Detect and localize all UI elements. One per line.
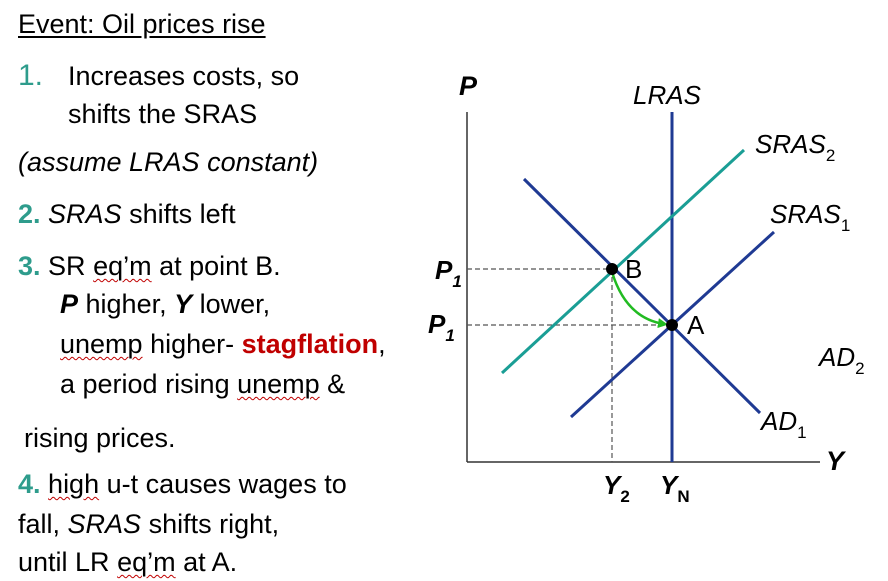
text: higher- — [142, 329, 242, 359]
text: eq’m — [117, 547, 176, 577]
text: high — [48, 469, 100, 499]
text: a period rising — [60, 369, 238, 399]
text: higher, — [78, 289, 175, 319]
shift-arrow — [610, 271, 668, 328]
step-2-sras: SRAS — [48, 199, 122, 229]
sras2-line — [500, 148, 746, 375]
step-number: 1. — [18, 59, 44, 92]
text: P — [60, 289, 79, 319]
step-1-line-2: shifts the SRAS — [68, 99, 258, 129]
text: , — [378, 329, 386, 359]
text: lower, — [192, 289, 271, 319]
step-4-line-1: 4. high u-t causes wages to — [18, 468, 347, 500]
yn-label: YN — [660, 470, 690, 506]
text: unemp — [237, 369, 320, 399]
p1-upper-label: P1 — [435, 255, 462, 291]
step-3-line-4: a period rising unemp & — [60, 368, 345, 400]
point-b-dot — [606, 263, 618, 275]
sras1-label: SRAS1 — [770, 199, 850, 235]
step-3-line-1: 3. SR eq’m at point B. — [18, 250, 281, 282]
text: u-t causes wages to — [99, 469, 347, 499]
point-b-label: B — [625, 254, 642, 284]
step-number: 4. — [18, 469, 41, 499]
text: shifts right, — [141, 509, 280, 539]
ad2-label: AD2 — [817, 342, 865, 378]
step-2: 2. SRAS shifts left — [18, 198, 236, 230]
step-4-line-2: fall, SRAS shifts right, — [18, 508, 279, 540]
step-4-line-3: until LR eq’m at A. — [18, 546, 237, 578]
step-2-text: shifts left — [129, 199, 236, 229]
text: SR — [48, 251, 94, 281]
text: fall, — [18, 509, 68, 539]
ad-line — [522, 177, 762, 415]
text: Y — [174, 289, 193, 319]
text: at A. — [175, 547, 238, 577]
y2-label: Y2 — [603, 470, 630, 506]
step-3-line-5: rising prices. — [24, 423, 176, 453]
text: & — [319, 369, 346, 399]
step-number: 3. — [18, 251, 41, 281]
y-axis-label: P — [459, 71, 478, 101]
lras-label: LRAS — [633, 80, 702, 110]
assumption-text: (assume LRAS constant) — [18, 147, 319, 177]
x-axis-label: Y — [826, 446, 847, 476]
ad1-label: AD1 — [759, 406, 807, 442]
text: SRAS — [67, 509, 142, 539]
point-a-dot — [666, 319, 678, 331]
step-number: 2. — [18, 199, 41, 229]
stagflation-highlight: stagflation — [241, 329, 379, 359]
sras2-label: SRAS2 — [755, 129, 835, 165]
text: unemp — [60, 329, 143, 359]
step-1-number: 1. — [18, 60, 43, 92]
point-a-label: A — [687, 310, 705, 340]
text: until LR — [18, 547, 118, 577]
p1-lower-label: P1 — [428, 309, 455, 345]
step-3-line-3: unemp higher- stagflation, — [60, 328, 386, 360]
step-3-line-2: P higher, Y lower, — [60, 288, 270, 320]
text: eq’m — [93, 251, 152, 281]
step-1-line-1: Increases costs, so — [68, 61, 300, 91]
text: at point B. — [151, 251, 281, 281]
slide-title: Event: Oil prices rise — [18, 9, 266, 39]
